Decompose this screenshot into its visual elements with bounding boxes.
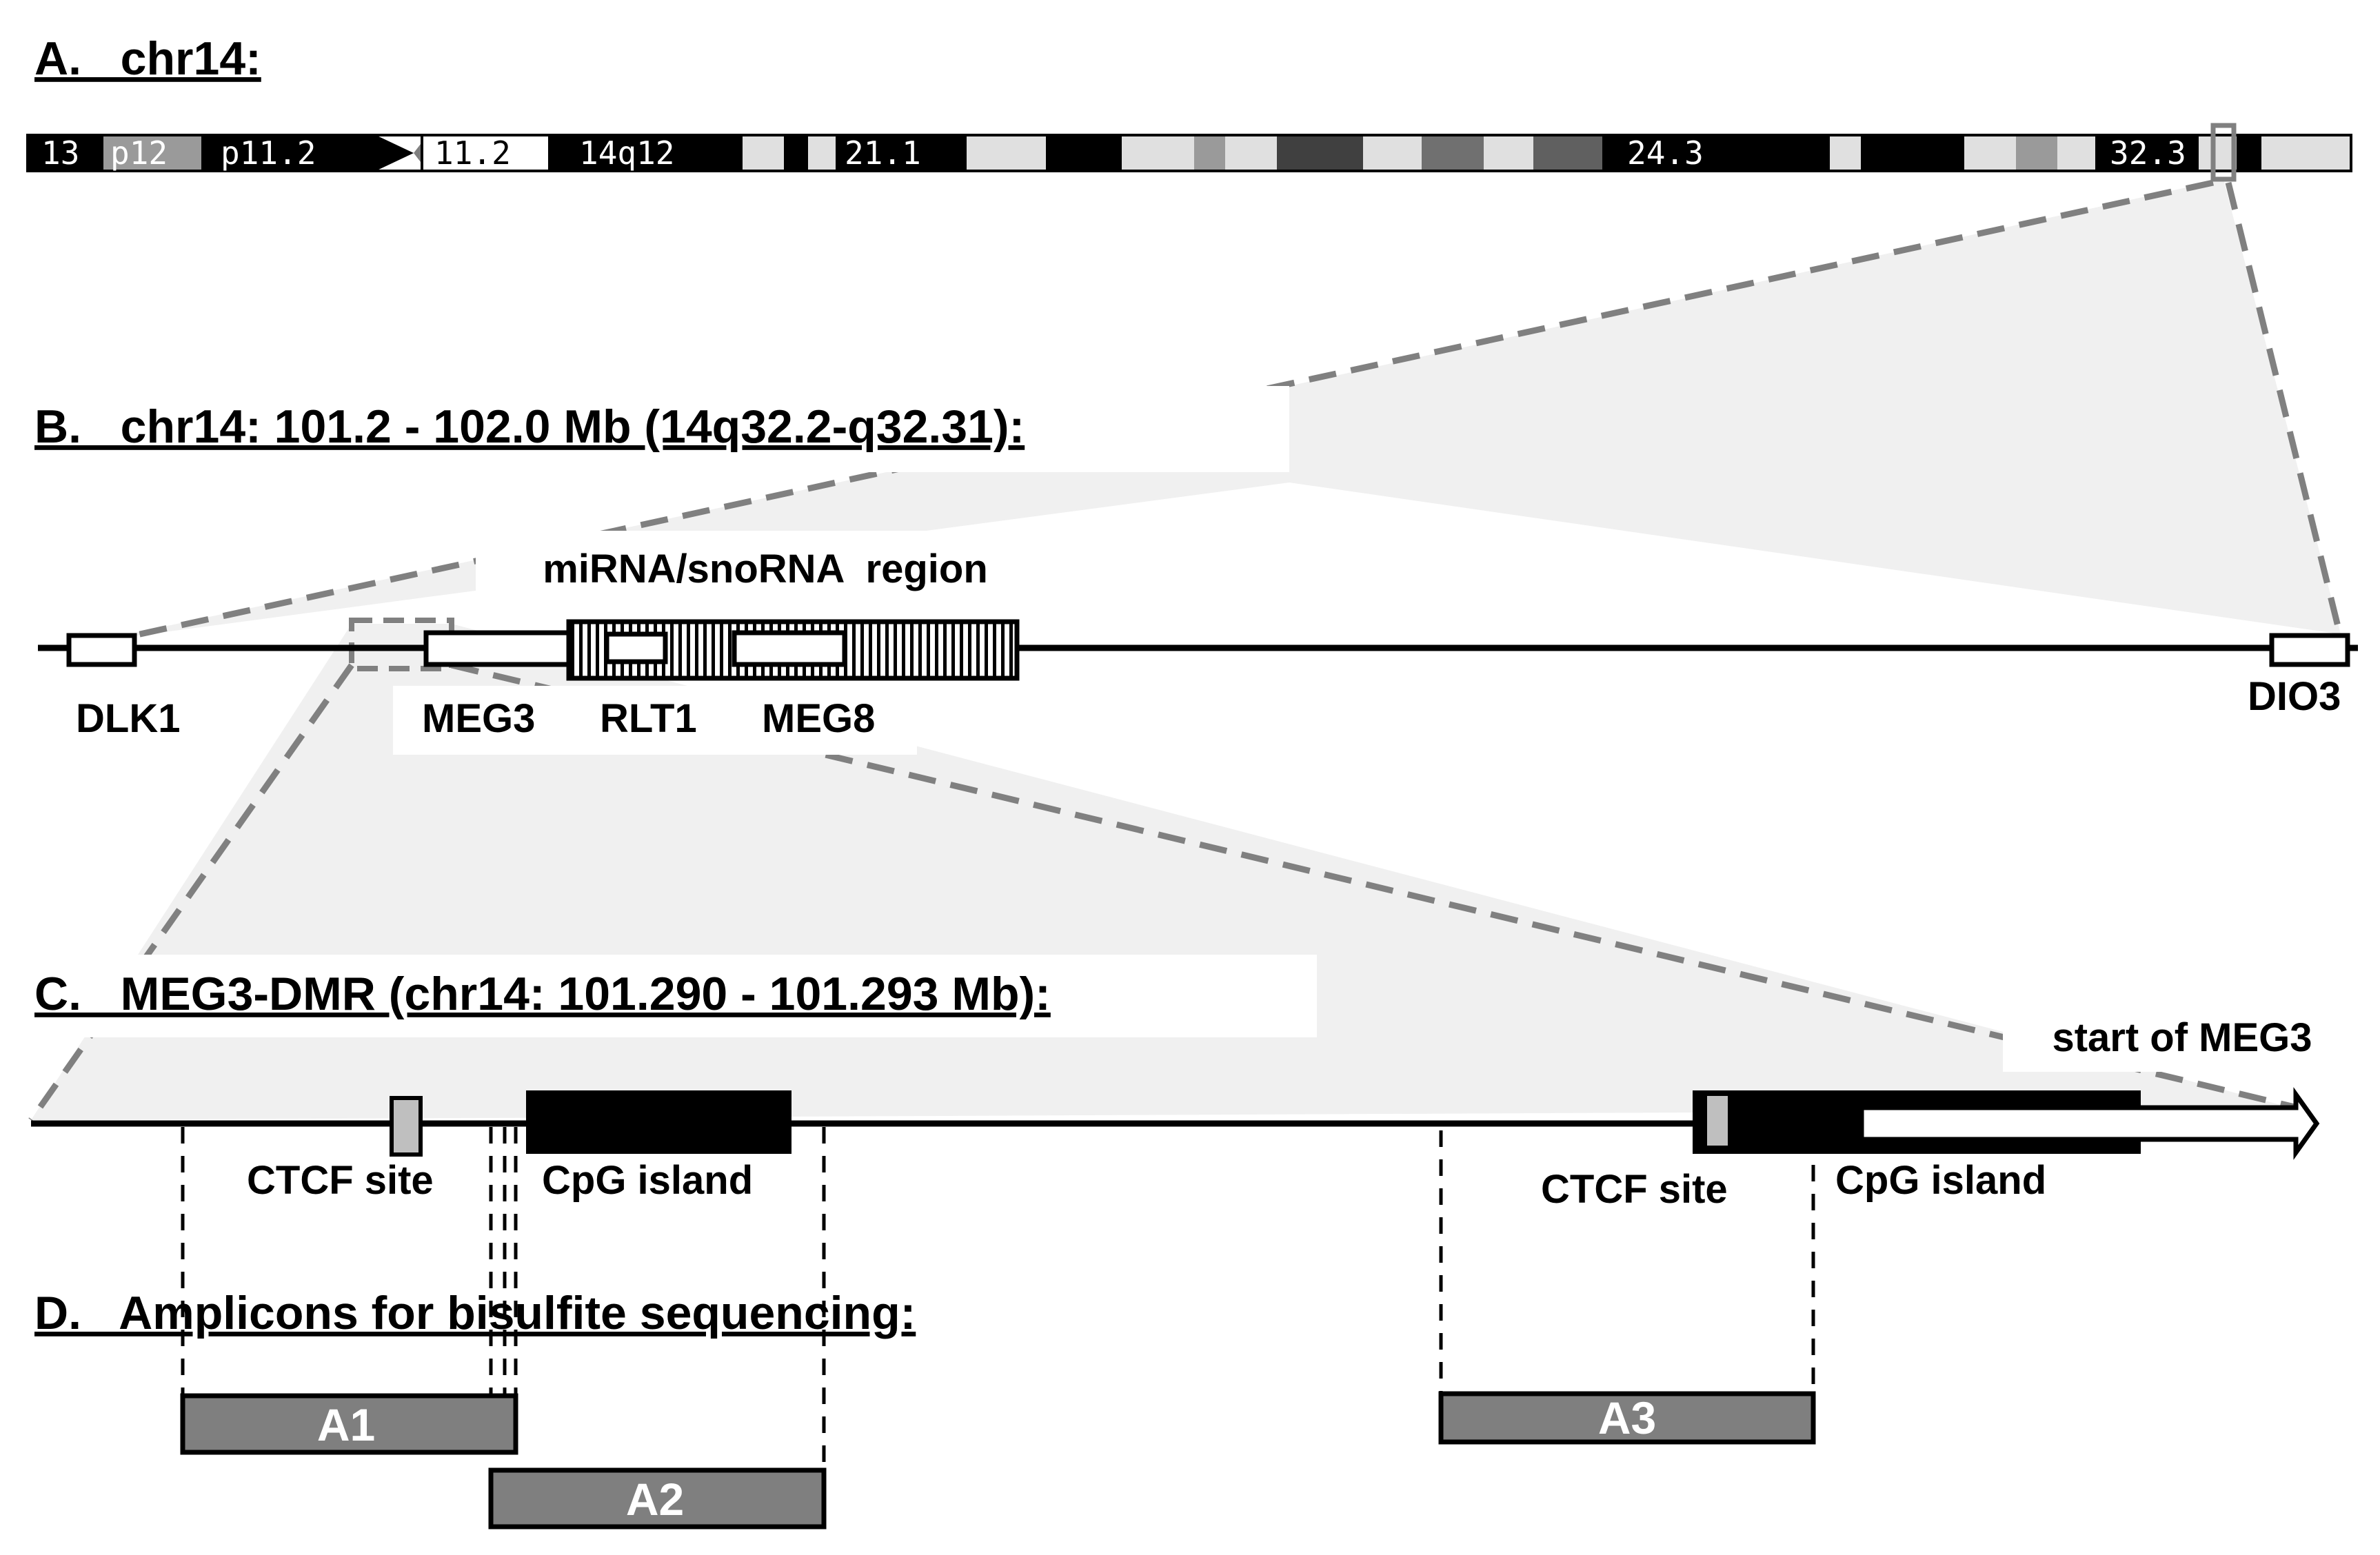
gene-label-rlt1: RLT1	[600, 696, 697, 741]
band-p12	[103, 135, 201, 171]
ctcf-site-label-1: CTCF site	[247, 1158, 434, 1203]
gene-box-dio3	[2269, 633, 2350, 667]
band-label-p12: p12	[110, 134, 168, 172]
band-label-11-2: 11.2	[434, 134, 511, 172]
mirna-region-label: miRNA/snoRNA region	[543, 547, 988, 591]
band-q31-2	[1830, 135, 1861, 171]
band-q32-31	[2199, 135, 2237, 171]
band-label-14q12: 14q12	[579, 134, 674, 172]
band-q21-3	[1046, 135, 1122, 171]
gene-box-rlt1	[604, 631, 668, 664]
cpg-island-label-2: CpG island	[1835, 1158, 2046, 1203]
band-q12	[549, 135, 743, 171]
start-of-meg3-label: start of MEG3	[2052, 1015, 2312, 1060]
band-q13	[743, 135, 784, 171]
amplicon-a2	[488, 1467, 827, 1529]
gene-box-dlk1	[66, 633, 137, 667]
section-c-heading: C. MEG3-DMR (chr14: 101.290 - 101.293 Mb…	[34, 968, 1051, 1020]
ctcf-site-2	[1707, 1096, 1728, 1146]
band-q32-11	[1964, 135, 2016, 171]
band-q23-3	[1422, 135, 1484, 171]
section-b-heading: B. chr14: 101.2 - 102.0 Mb (14q32.2-q32.…	[34, 400, 1025, 453]
band-label-24-3: 24.3	[1627, 134, 1704, 172]
start-of-meg3-backdrop	[2003, 1003, 2361, 1072]
section-c-heading-backdrop	[28, 955, 1317, 1037]
amplicon-a1	[180, 1393, 518, 1455]
band-q21-2	[967, 135, 1046, 171]
ideogram-outline	[26, 134, 2352, 172]
band-q23-2	[1363, 135, 1422, 171]
cpg-island-label-1: CpG island	[542, 1158, 753, 1203]
band-label-13: 13	[41, 134, 79, 172]
centromere	[376, 135, 414, 171]
band-q22-1	[1122, 135, 1194, 171]
band-q32-33	[2261, 135, 2351, 171]
zoom-wedge-b-to-c-left-edge	[28, 663, 354, 1122]
amplicon-label-a2: A2	[626, 1474, 684, 1525]
band-q24-3	[1602, 135, 1740, 171]
band-q32-2	[2095, 135, 2199, 171]
band-q21-1	[836, 135, 967, 171]
meg3-start-arrow	[1859, 1087, 2320, 1160]
band-label-32-3: 32.3	[2110, 134, 2186, 172]
band-q31-1	[1740, 135, 1830, 171]
band-q22-3	[1225, 135, 1277, 171]
gene-box-meg3	[423, 630, 574, 667]
zoom-source-box-meg3-dmr	[349, 618, 454, 671]
gene-label-meg8: MEG8	[762, 696, 875, 741]
gene-label-dlk1: DLK1	[76, 696, 180, 741]
section-b-heading-backdrop	[28, 386, 1289, 472]
band-q32-32	[2237, 135, 2261, 171]
band-label-p11-2: p11.2	[221, 134, 316, 172]
band-q23-1	[1277, 135, 1363, 171]
gene-label-meg3: MEG3	[422, 696, 535, 741]
section-d-heading: D. Amplicons for bisulfite sequencing:	[34, 1287, 916, 1339]
zoom-wedge-a-to-b-right-edge	[2225, 181, 2344, 639]
cpg-island-1	[526, 1090, 791, 1154]
amplicon-label-a1: A1	[317, 1399, 375, 1450]
band-q31-3	[1861, 135, 1964, 171]
amplicon-label-a3: A3	[1598, 1392, 1656, 1443]
band-q24-1	[1484, 135, 1533, 171]
ctcf-site-label-2: CTCF site	[1541, 1167, 1728, 1212]
section-a-heading: A. chr14:	[34, 32, 261, 85]
band-q22-2	[1194, 135, 1225, 171]
gene-labels-backdrop	[393, 686, 917, 755]
band-q11-2	[421, 134, 551, 172]
band-q13-2	[784, 135, 808, 171]
band-q32-13	[2057, 135, 2095, 171]
gene-box-meg8	[732, 630, 847, 667]
amplicon-a3	[1438, 1391, 1816, 1445]
amplicon-guides	[181, 1127, 1815, 1468]
band-q32-12	[2016, 135, 2057, 171]
zoom-wedge-b-to-c	[31, 624, 2299, 1120]
band-p11-2	[201, 135, 376, 171]
band-q13-3	[808, 135, 836, 171]
gene-label-dio3: DIO3	[2248, 674, 2341, 719]
band-label-21-1: 21.1	[845, 134, 921, 172]
mirna-label-backdrop	[476, 531, 1055, 607]
chromosome-ideogram: 13 p12 p11.2 11.2 14q12 21.1 24.3 32.3	[26, 123, 2352, 182]
band-p13	[28, 135, 103, 171]
band-q24-2	[1533, 135, 1602, 171]
ctcf-site-1	[390, 1096, 423, 1157]
region-marker	[2210, 123, 2237, 182]
